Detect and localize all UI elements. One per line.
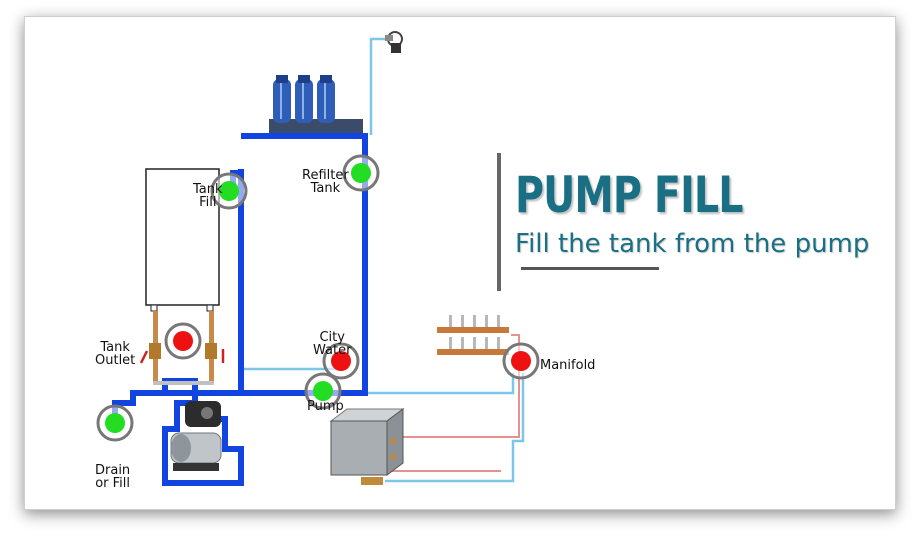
valve-manifold[interactable] [502,342,540,380]
valve-state-open [105,413,125,433]
filter-cartridge-icon [269,75,363,133]
storage-tank [145,168,220,312]
plumbing-diagram [96,31,540,486]
hot-pipe-to-manifold [393,334,520,438]
tank-outlet-legs [139,311,225,385]
valve-tank-fill[interactable] [210,172,248,210]
valve-state-open [219,181,239,201]
refilter-pipe-to-faucet [369,37,389,135]
valve-state-open [351,163,371,183]
valve-pump[interactable] [304,372,342,410]
valve-icon [149,343,161,359]
manifold-label: Manifold [540,358,596,373]
hot-pipes [385,334,520,472]
water-heater-icon [329,408,405,485]
valve-icon [205,343,217,359]
valve-indicators [96,154,540,442]
page-title: PUMP FILL [515,166,743,224]
valve-tank-outlet[interactable] [164,322,202,360]
heater-cold-pipe [385,373,525,483]
page-subtitle: Fill the tank from the pump [515,229,870,259]
pump-label: Pump [307,399,344,414]
valve-state-closed [173,331,193,351]
valve-state-closed [511,351,531,371]
valve-state-closed [331,351,351,371]
faucet-icon [385,31,403,53]
manifold-icon [437,315,509,355]
valve-drain[interactable] [96,404,134,442]
valve-state-open [313,381,333,401]
valve-refilter-tank[interactable] [342,154,380,192]
pump-loop [162,411,244,486]
title-divider [497,153,501,291]
manifold-return-pipe [367,373,515,395]
pump-icon [170,401,222,471]
valve-city-water[interactable] [322,342,360,380]
title-underline [521,267,659,270]
